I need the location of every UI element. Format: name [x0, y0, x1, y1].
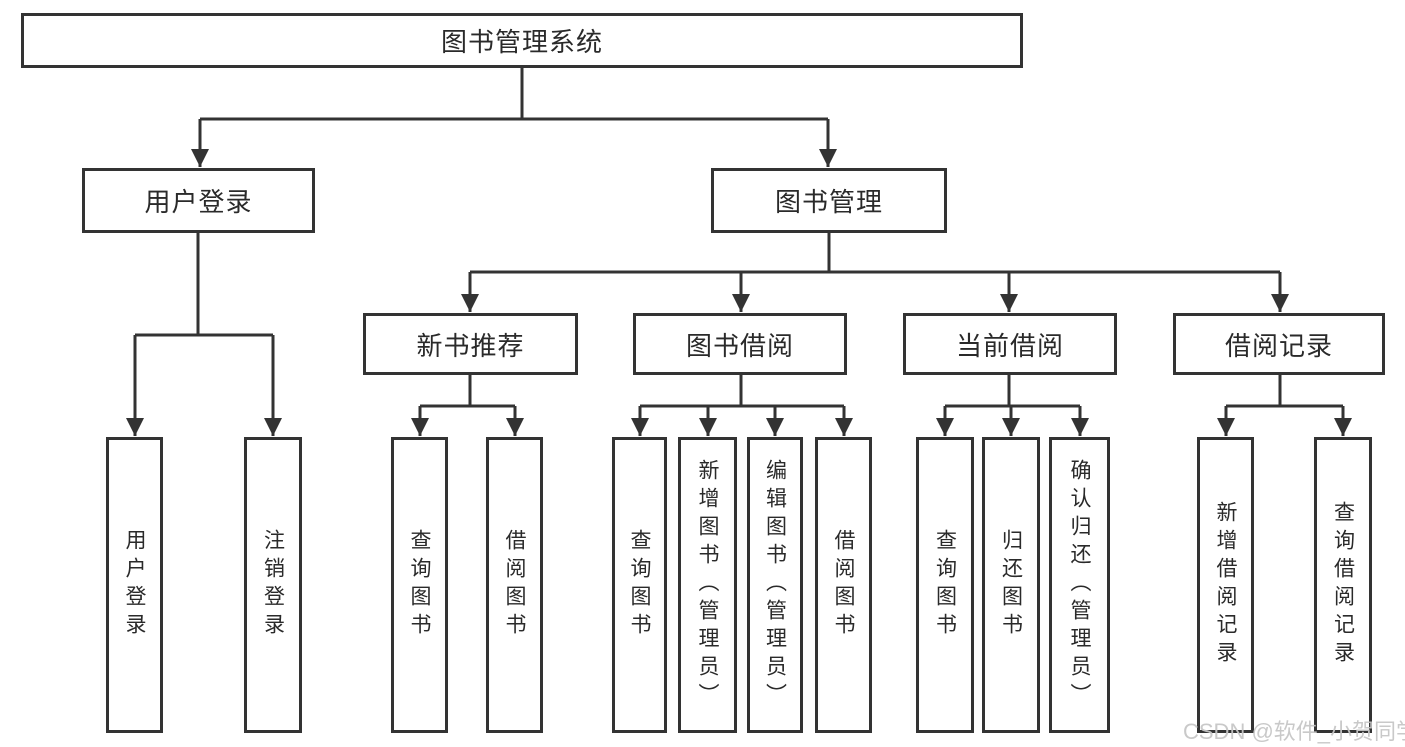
- leaf-label: 新增借阅记录: [1214, 501, 1237, 669]
- leaf-edit-book-admin: 编辑图书（管理员）: [747, 437, 803, 733]
- leaf-query-books-current: 查询图书: [916, 437, 974, 733]
- node-label: 新书推荐: [416, 330, 525, 361]
- leaf-label: 借阅图书: [503, 529, 526, 641]
- node-new-book-recommend: 新书推荐: [363, 313, 578, 375]
- leaf-label: 编辑图书（管理员）: [763, 459, 787, 711]
- node-label: 图书管理系统: [440, 27, 603, 57]
- leaf-label: 用户登录: [123, 529, 146, 641]
- leaf-label: 新增图书（管理员）: [696, 459, 719, 711]
- leaf-add-book-admin: 新增图书（管理员）: [678, 437, 737, 733]
- node-current-borrow: 当前借阅: [903, 313, 1117, 375]
- leaf-logout: 注销登录: [244, 437, 302, 733]
- leaf-query-books-borrow: 查询图书: [612, 437, 667, 733]
- node-label: 借阅记录: [1224, 330, 1333, 361]
- leaf-label: 借阅图书: [832, 529, 855, 641]
- leaf-return-book: 归还图书: [982, 437, 1040, 733]
- node-label: 图书借阅: [685, 330, 794, 361]
- leaf-query-borrow-record: 查询借阅记录: [1314, 437, 1372, 733]
- node-book-management: 图书管理: [711, 168, 947, 233]
- leaf-label: 查询图书: [628, 529, 651, 641]
- leaf-query-books-recommend: 查询图书: [391, 437, 448, 733]
- leaf-user-login: 用户登录: [106, 437, 163, 733]
- csdn-watermark: CSDN @软件_小贺同学: [1183, 719, 1405, 744]
- leaf-label: 确认归还（管理员）: [1068, 459, 1091, 711]
- leaf-add-borrow-record: 新增借阅记录: [1197, 437, 1254, 733]
- leaf-label: 归还图书: [999, 529, 1023, 641]
- leaf-label: 查询借阅记录: [1331, 501, 1355, 669]
- node-book-borrow: 图书借阅: [633, 313, 847, 375]
- leaf-label: 查询图书: [408, 529, 431, 641]
- node-borrow-records: 借阅记录: [1173, 313, 1385, 375]
- leaf-borrow-books: 借阅图书: [815, 437, 872, 733]
- node-label: 当前借阅: [955, 330, 1064, 361]
- leaf-confirm-return-admin: 确认归还（管理员）: [1049, 437, 1110, 733]
- node-user-login: 用户登录: [82, 168, 315, 233]
- node-root-system: 图书管理系统: [21, 13, 1023, 68]
- node-label: 图书管理: [774, 187, 883, 217]
- leaf-borrow-books-recommend: 借阅图书: [486, 437, 543, 733]
- leaf-label: 注销登录: [261, 529, 285, 641]
- leaf-label: 查询图书: [933, 529, 957, 641]
- node-label: 用户登录: [144, 187, 253, 217]
